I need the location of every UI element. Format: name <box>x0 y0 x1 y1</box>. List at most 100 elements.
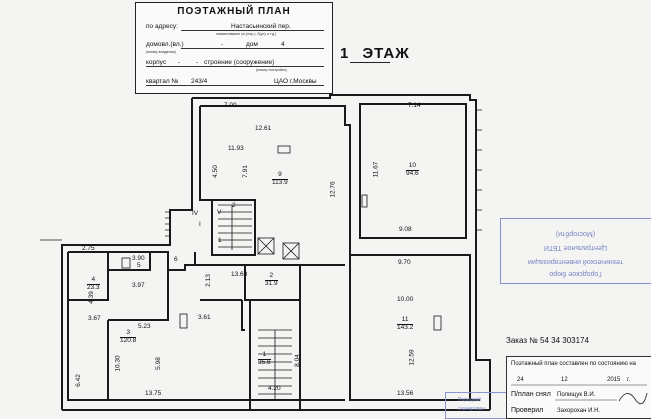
stroenie-hint: (номер постройки) <box>256 68 287 72</box>
room-number: 2 <box>265 272 278 281</box>
domovl-hint: (номер владения) <box>146 50 176 54</box>
address-value: Настасьинский пер. <box>231 23 291 30</box>
room-area: 113.9 <box>272 178 288 186</box>
note-lines <box>511 384 648 405</box>
address-underline <box>181 30 324 31</box>
dimension-label: 10.00 <box>397 296 414 303</box>
plan-title: ПОЭТАЖНЫЙ ПЛАН <box>177 6 291 17</box>
dimension-label: 6.42 <box>74 374 82 387</box>
dimension-label: 4.39 <box>87 291 95 304</box>
room-area: 35.6 <box>258 358 271 366</box>
room-label: 4 23.3 <box>87 276 100 292</box>
dimension-label: 3.61 <box>198 314 211 321</box>
district: ЦАО г.Москвы <box>274 78 317 85</box>
stair-label-i: I <box>199 221 201 228</box>
dimension-label: 2.13 <box>204 274 212 287</box>
note-day: 24 <box>517 377 524 383</box>
korpus-value: - <box>178 59 181 66</box>
room-label: 6 <box>174 256 178 264</box>
room-number: 3 <box>120 329 137 338</box>
dimension-label: 10.30 <box>114 355 122 372</box>
dimension-label: 11.93 <box>228 145 244 152</box>
dimension-label: 9.08 <box>399 226 412 233</box>
domovl-value: - <box>221 41 224 48</box>
stamp-line: Центральное ТБТИ <box>543 244 608 251</box>
stair-label-2: 2 <box>232 202 236 209</box>
floor-label: 1 ЭТАЖ <box>340 45 410 62</box>
dimension-label: 9.70 <box>398 259 411 266</box>
room-number: 6 <box>174 256 178 263</box>
dimension-label: 7.00 <box>224 102 237 109</box>
dimension-label: 3.97 <box>132 282 145 289</box>
room-label: 11 143.2 <box>397 316 414 332</box>
stamp-line: (Мосгорбти) <box>555 230 596 237</box>
dimension-label: 11.67 <box>372 161 380 178</box>
dimension-label: 13.75 <box>145 390 162 397</box>
dimension-label: 4.20 <box>268 385 281 392</box>
room-label: 9 113.9 <box>272 171 288 187</box>
note-checked-label: Проверил <box>511 407 544 414</box>
stair-label-1: 1 <box>218 237 222 244</box>
domovl-label: домовл.(вл.) <box>146 41 184 48</box>
kvartal-underline <box>146 85 324 86</box>
room-number: 5 <box>137 262 141 269</box>
note-drew-label: П/план снял <box>511 391 551 398</box>
dimension-label: 7.14 <box>408 102 421 109</box>
korpus-underline <box>146 66 324 67</box>
dimension-label: 8.04 <box>293 354 301 367</box>
dimension-label: 13.56 <box>397 390 414 397</box>
room-number: 11 <box>397 316 414 325</box>
room-number: 9 <box>272 171 288 180</box>
korpus-label: корпус <box>146 59 167 66</box>
stair-label-v: V <box>217 209 222 216</box>
room-label: 1 35.6 <box>258 351 271 367</box>
outer-wall-north-east <box>192 94 491 410</box>
domovl-underline <box>181 48 324 49</box>
dimension-label: 3.67 <box>88 315 101 322</box>
signature-mark <box>618 392 648 405</box>
survey-note: Поэтажный план составлен по состоянию на… <box>506 356 651 419</box>
dimension-label: 7.91 <box>241 165 249 178</box>
note-year: 2015 <box>607 377 621 383</box>
stamp-line: сканирован <box>458 406 485 412</box>
room-area: 120.8 <box>120 336 137 344</box>
dimension-label: 12.76 <box>329 181 337 198</box>
room-number: 4 <box>87 276 100 285</box>
dom-label: дом <box>246 41 258 48</box>
dimension-label: 12.59 <box>408 349 416 366</box>
room-area: 23.3 <box>87 283 100 291</box>
dimension-label: 5.98 <box>154 357 162 370</box>
room-number: 10 <box>406 162 419 171</box>
address-label: по адресу: <box>146 23 178 30</box>
title-block: ПОЭТАЖНЫЙ ПЛАН по адресу: Настасьинский … <box>135 2 333 94</box>
room-area: 143.2 <box>397 323 414 331</box>
note-checked-name: Захорохан И.Н. <box>557 408 601 414</box>
scanned-stamp: Передний сканирован <box>445 392 507 419</box>
outer-wall-west <box>61 98 193 410</box>
note-year-suffix: г. <box>627 377 631 383</box>
dimension-label: 12.61 <box>255 125 272 132</box>
dimension-label: 5.23 <box>138 323 151 330</box>
room-label: 3 120.8 <box>120 329 137 345</box>
room-area: 94.6 <box>406 169 419 177</box>
kvartal-label: квартал № <box>146 78 179 85</box>
dimension-label: 2.75 <box>82 245 95 252</box>
stroenie-value: - <box>196 59 199 66</box>
floor-number: 1 <box>340 45 350 62</box>
room-label: 5 <box>137 262 141 270</box>
order-number: Заказ № 54 34 303174 <box>506 336 589 345</box>
room-label: 2 31.9 <box>265 272 278 288</box>
floor-underline <box>350 62 390 63</box>
room-label: 10 94.6 <box>406 162 419 178</box>
stair-label-iv: IV <box>192 210 199 217</box>
kvartal-value: 243/4 <box>191 78 208 85</box>
dimension-label: 4.50 <box>211 165 219 178</box>
note-month: 12 <box>561 377 568 383</box>
stamp-line: Городское бюро <box>549 270 602 277</box>
dimension-label: 3.90 <box>132 255 145 262</box>
stamp-line: технической инвентаризации <box>528 258 624 265</box>
room-area: 31.9 <box>265 279 278 287</box>
note-drew-name: Полищук В.И. <box>557 392 596 398</box>
dom-value: 4 <box>281 41 285 48</box>
